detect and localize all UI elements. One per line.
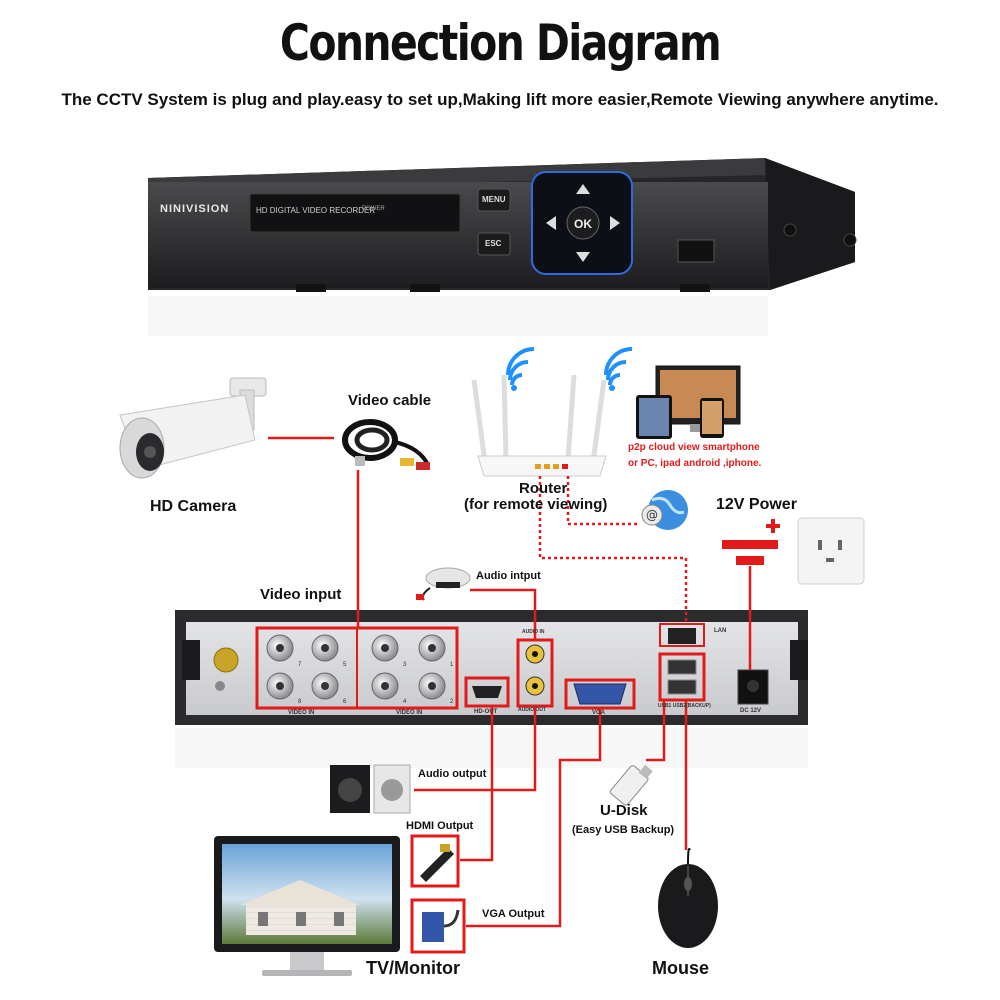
mouse-image: [658, 848, 718, 948]
usb-port-label: USB1 USB2(BACKUP): [658, 703, 711, 709]
lan-port-label: LAN: [714, 628, 727, 634]
usb-disk-image: [609, 764, 653, 806]
bnc-number: 8: [298, 699, 302, 705]
audio-input-label: Audio intput: [476, 570, 541, 582]
hd-camera-image: [119, 377, 267, 479]
bnc-connector-6: [311, 672, 339, 700]
bnc-number: 1: [450, 662, 454, 668]
bnc-connector-3: [371, 634, 399, 662]
ok-button: OK: [574, 217, 592, 231]
hdmi-cable-image: [410, 834, 460, 888]
connector-lines: [268, 436, 752, 928]
microphone-image: [416, 567, 471, 601]
svg-text:@: @: [646, 508, 658, 522]
vga-port-label: VGA: [592, 710, 606, 716]
bnc-connector-2: [418, 672, 446, 700]
bnc-number: 4: [403, 699, 407, 705]
p2p-devices-image: [636, 365, 741, 439]
speakers-image: [330, 764, 411, 814]
bnc-number: 5: [343, 662, 347, 668]
wifi-icon: [506, 347, 535, 391]
power-label: 12V Power: [716, 496, 797, 513]
hdmi-output-label: HDMI Output: [406, 820, 474, 832]
internet-globe-icon: @: [641, 490, 688, 530]
bnc-connector-1: [418, 634, 446, 662]
bnc-connector-8: [266, 672, 294, 700]
udisk-note-label: (Easy USB Backup): [572, 824, 675, 836]
video-in-label-right: VIDEO IN: [396, 710, 423, 716]
power-symbol-icon: [722, 519, 780, 565]
p2p-line1-label: p2p cloud view smartphone: [628, 442, 760, 453]
audio-out-port-label: AUDIO OUT: [518, 707, 547, 713]
video-cable-image: [342, 419, 430, 470]
bnc-number: 7: [298, 662, 302, 668]
vga-cable-image: [410, 898, 466, 954]
video-cable-label: Video cable: [348, 392, 432, 409]
dc-port-label: DC 12V: [740, 708, 762, 714]
audio-output-label: Audio output: [418, 768, 487, 780]
tv-monitor-label: TV/Monitor: [366, 958, 460, 978]
menu-button: MENU: [482, 195, 506, 204]
bnc-connector-5: [311, 634, 339, 662]
page-title: Connection Diagram: [279, 14, 722, 72]
dvr-power-label: POWER: [362, 206, 385, 212]
p2p-line2-label: or PC, ipad android ,iphone.: [628, 458, 762, 469]
router-label: Router: [519, 480, 568, 497]
router-note-label: (for remote viewing): [464, 496, 608, 513]
bnc-number: 3: [403, 662, 407, 668]
video-in-label-left: VIDEO IN: [288, 710, 315, 716]
power-outlet-image: [797, 517, 865, 585]
bnc-connector-4: [371, 672, 399, 700]
page-subtitle: The CCTV System is plug and play.easy to…: [61, 90, 939, 109]
tv-monitor-image: [214, 836, 400, 976]
bnc-connector-7: [266, 634, 294, 662]
esc-button: ESC: [485, 239, 502, 248]
dvr-front: [148, 158, 857, 336]
udisk-label: U-Disk: [600, 802, 648, 819]
hd-out-port-label: HD-OUT: [474, 709, 498, 715]
hd-camera-label: HD Camera: [150, 498, 237, 515]
dvr-back-panel: [175, 610, 808, 768]
audio-in-port-label: AUDIO IN: [522, 629, 545, 635]
router-image: [471, 374, 607, 477]
bnc-number: 6: [343, 699, 347, 705]
vga-output-label: VGA Output: [482, 908, 545, 920]
bnc-number: 2: [450, 699, 454, 705]
wifi-icon: [604, 347, 633, 391]
dvr-panel-label: HD DIGITAL VIDEO RECORDER: [256, 206, 376, 215]
dvr-brand-label: NINIVISION: [160, 203, 230, 215]
video-input-label: Video input: [260, 586, 342, 603]
mouse-label: Mouse: [652, 958, 710, 978]
